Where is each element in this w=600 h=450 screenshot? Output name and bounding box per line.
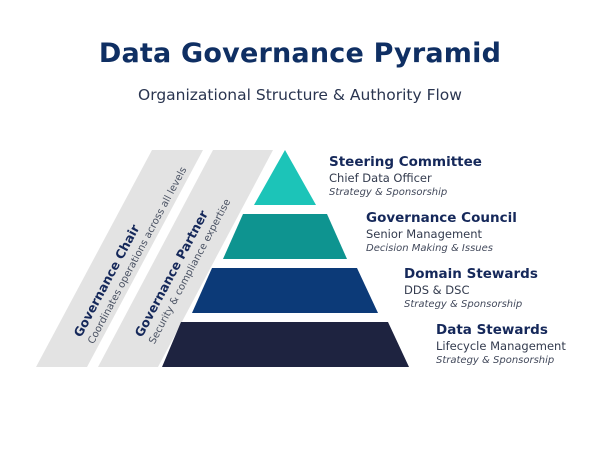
tier-2-focus: Decision Making & Issues [366, 243, 493, 254]
tier-2-label: Governance Council Senior Management Dec… [366, 210, 517, 256]
page-subtitle: Organizational Structure & Authority Flo… [138, 86, 462, 104]
tier-2-governance-council [223, 214, 347, 259]
tier-2-role: Senior Management [366, 227, 483, 241]
tier-2-title: Governance Council [366, 210, 517, 226]
tier-3-focus: Strategy & Sponsorship [404, 299, 523, 310]
band-governance-partner [98, 150, 273, 367]
tier-1-role: Chief Data Officer [329, 171, 432, 185]
tier-4-title: Data Stewards [436, 322, 548, 338]
tier-4-focus: Strategy & Sponsorship [436, 355, 555, 366]
page-title: Data Governance Pyramid [98, 38, 502, 69]
tier-1-title: Steering Committee [329, 154, 482, 170]
tier-4-label: Data Stewards Lifecycle Management Strat… [436, 322, 566, 368]
tier-1-steering-committee [254, 150, 316, 205]
tier-4-data-stewards [162, 322, 409, 367]
tier-3-role: DDS & DSC [404, 283, 470, 297]
tier-1-label: Steering Committee Chief Data Officer St… [329, 154, 482, 200]
tier-4-role: Lifecycle Management [436, 339, 566, 353]
band-governance-chair [36, 150, 203, 367]
tier-3-title: Domain Stewards [404, 266, 538, 282]
tier-3-domain-stewards [192, 268, 378, 313]
tier-1-focus: Strategy & Sponsorship [329, 187, 448, 198]
tier-3-label: Domain Stewards DDS & DSC Strategy & Spo… [404, 266, 538, 312]
